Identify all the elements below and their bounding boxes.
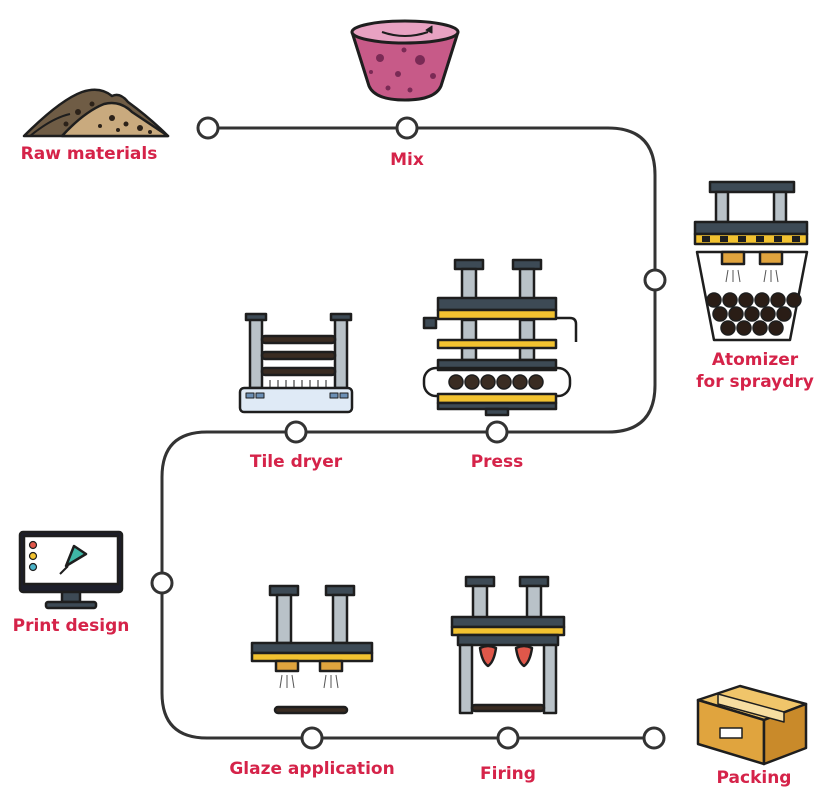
label-raw-materials: Raw materials: [20, 144, 158, 164]
node-raw-materials: [196, 116, 220, 140]
kiln-icon: [450, 575, 566, 715]
node-atomizer: [643, 268, 667, 292]
node-press: [485, 420, 509, 444]
node-print-design: [150, 571, 174, 595]
label-mix: Mix: [390, 150, 424, 170]
node-firing: [496, 726, 520, 750]
label-packing: Packing: [716, 768, 792, 788]
process-flow-path: [160, 126, 657, 740]
monitor-pen-icon: [18, 530, 124, 610]
label-atomizer-line1: Atomizer: [711, 350, 799, 370]
node-tile-dryer: [284, 420, 308, 444]
label-atomizer-line2: for spraydry: [696, 372, 814, 392]
sand-pile-icon: [22, 88, 170, 138]
node-mix: [395, 116, 419, 140]
mixing-bowl-icon: [350, 19, 460, 102]
atomizer-icon: [693, 180, 809, 342]
glaze-sprayer-icon: [250, 584, 374, 715]
label-tile-dryer: Tile dryer: [249, 452, 343, 472]
label-press: Press: [470, 452, 524, 472]
tile-dryer-icon: [238, 312, 354, 414]
press-machine-icon: [422, 258, 578, 417]
node-glaze-application: [300, 726, 324, 750]
label-print-design: Print design: [12, 616, 130, 636]
node-packing: [642, 726, 666, 750]
cardboard-box-icon: [696, 684, 808, 766]
label-firing: Firing: [480, 764, 536, 784]
label-glaze-application: Glaze application: [229, 759, 395, 779]
